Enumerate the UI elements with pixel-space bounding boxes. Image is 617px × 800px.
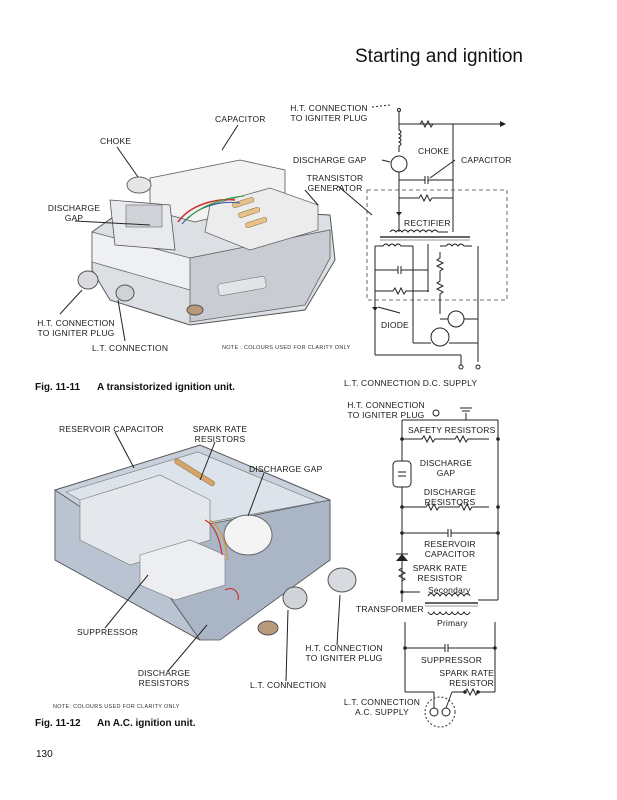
fig2-ht-line1: H.T. CONNECTION bbox=[305, 643, 383, 653]
fig2-circuit-lt-line2: A.C. SUPPLY bbox=[354, 707, 409, 717]
fig2-circuit-sr-line2: RESISTOR bbox=[417, 573, 463, 583]
fig2-suppressor-label: SUPPRESSOR bbox=[77, 627, 139, 637]
fig1-ht-line2: TO IGNITER PLUG bbox=[37, 328, 115, 338]
fig1-circuit-tg-line2: GENERATOR bbox=[307, 183, 363, 193]
fig2-ht-line2: TO IGNITER PLUG bbox=[305, 653, 383, 663]
fig2-circuit-rc-line1: RESERVOIR bbox=[424, 539, 476, 549]
fig1-choke-label: CHOKE bbox=[100, 136, 132, 146]
fig1-circuit-tg-line1: TRANSISTOR bbox=[306, 173, 364, 183]
page-number: 130 bbox=[36, 749, 53, 760]
fig2-circuit-dr-line2: RESISTORS bbox=[424, 497, 476, 507]
fig2-circuit-ht-connection: H.T. CONNECTION TO IGNITER PLUG bbox=[343, 400, 429, 420]
fig2-circuit-spark-rate-resistor: SPARK RATE RESISTOR bbox=[410, 563, 470, 583]
fig2-ht-connection-label: H.T. CONNECTION TO IGNITER PLUG bbox=[300, 643, 388, 663]
fig1-circuit-ht-line1: H.T. CONNECTION bbox=[290, 103, 368, 113]
fig1-circuit-capacitor: CAPACITOR bbox=[461, 155, 512, 165]
fig1-circuit-discharge-gap: DISCHARGE GAP bbox=[293, 155, 367, 165]
fig2-circuit-dg-line2: GAP bbox=[436, 468, 456, 478]
fig1-circuit-ht-connection: H.T. CONNECTION TO IGNITER PLUG bbox=[286, 103, 372, 123]
fig2-circuit-dg-line1: DISCHARGE bbox=[419, 458, 473, 468]
fig2-circuit-secondary: Secondary bbox=[428, 585, 471, 595]
fig1-ht-line1: H.T. CONNECTION bbox=[37, 318, 115, 328]
fig1-caption: Fig. 11-11 A transistorized ignition unit… bbox=[35, 382, 235, 393]
fig2-spark-rate-label: SPARK RATE RESISTORS bbox=[188, 424, 252, 444]
fig2-circuit-suppressor: SUPPRESSOR bbox=[421, 655, 483, 665]
fig2-circuit-dr-line1: DISCHARGE bbox=[423, 487, 477, 497]
fig1-caption-text: A transistorized ignition unit. bbox=[97, 382, 235, 393]
fig2-note: NOTE: COLOURS USED FOR CLARITY ONLY bbox=[53, 704, 180, 710]
fig1-capacitor-label: CAPACITOR bbox=[215, 114, 266, 124]
fig2-circuit-lt-line1: L.T. CONNECTION bbox=[343, 697, 421, 707]
fig2-spark-rate-line2: RESISTORS bbox=[194, 434, 246, 444]
fig2-circuit-ht-line2: TO IGNITER PLUG bbox=[347, 410, 425, 420]
fig2-circuit-sr-line1: SPARK RATE bbox=[412, 563, 468, 573]
fig1-circuit-lt-supply: L.T. CONNECTION D.C. SUPPLY bbox=[344, 378, 478, 388]
fig2-spark-rate-line1: SPARK RATE bbox=[192, 424, 248, 434]
fig2-circuit-rc-line2: CAPACITOR bbox=[424, 549, 476, 559]
fig2-discharge-resistors-label: DISCHARGE RESISTORS bbox=[134, 668, 194, 688]
fig2-discharge-res-line2: RESISTORS bbox=[138, 678, 190, 688]
fig2-discharge-gap-label: DISCHARGE GAP bbox=[249, 464, 323, 474]
fig2-caption: Fig. 11-12 An A.C. ignition unit. bbox=[35, 718, 196, 729]
fig2-circuit-reservoir-capacitor: RESERVOIR CAPACITOR bbox=[420, 539, 480, 559]
fig1-discharge-gap-line1: DISCHARGE bbox=[47, 203, 101, 213]
fig2-circuit-discharge-gap: DISCHARGE GAP bbox=[418, 458, 474, 478]
fig1-circuit-ht-line2: TO IGNITER PLUG bbox=[290, 113, 368, 123]
fig2-number: Fig. 11-12 bbox=[35, 718, 81, 729]
fig1-discharge-gap-line2: GAP bbox=[64, 213, 84, 223]
fig2-circuit-lt-supply: L.T. CONNECTION A.C. SUPPLY bbox=[340, 697, 424, 717]
fig2-circuit-srb-line1: SPARK RATE bbox=[439, 668, 494, 678]
fig1-ht-connection-label: H.T. CONNECTION TO IGNITER PLUG bbox=[34, 318, 118, 338]
fig2-circuit-transformer: TRANSFORMER bbox=[356, 604, 424, 614]
fig1-circuit-transistor-generator: TRANSISTOR GENERATOR bbox=[302, 173, 368, 193]
fig2-circuit-spark-rate-bottom: SPARK RATE RESISTOR bbox=[432, 668, 494, 688]
fig1-number: Fig. 11-11 bbox=[35, 382, 81, 393]
fig2-circuit-ht-line1: H.T. CONNECTION bbox=[347, 400, 425, 410]
fig1-lt-connection-label: L.T. CONNECTION bbox=[92, 343, 169, 353]
fig2-circuit-srb-line2: RESISTOR bbox=[449, 678, 494, 688]
fig2-lt-connection-label: L.T. CONNECTION bbox=[250, 680, 327, 690]
fig1-circuit-rectifier: RECTIFIER bbox=[404, 218, 451, 228]
fig1-circuit-choke: CHOKE bbox=[418, 146, 450, 156]
page-header: Starting and ignition bbox=[355, 46, 523, 67]
fig2-discharge-res-line1: DISCHARGE bbox=[137, 668, 191, 678]
fig2-reservoir-capacitor-label: RESERVOIR CAPACITOR bbox=[59, 424, 164, 434]
fig1-discharge-gap-label: DISCHARGE GAP bbox=[44, 203, 104, 223]
fig1-note: NOTE : COLOURS USED FOR CLARITY ONLY bbox=[222, 345, 351, 351]
fig2-circuit-discharge-resistors: DISCHARGE RESISTORS bbox=[420, 487, 480, 507]
fig1-circuit-diode: DIODE bbox=[381, 320, 409, 330]
fig2-circuit-primary: Primary bbox=[437, 618, 468, 628]
fig2-circuit-safety-resistors: SAFETY RESISTORS bbox=[408, 425, 496, 435]
fig2-caption-text: An A.C. ignition unit. bbox=[97, 718, 196, 729]
